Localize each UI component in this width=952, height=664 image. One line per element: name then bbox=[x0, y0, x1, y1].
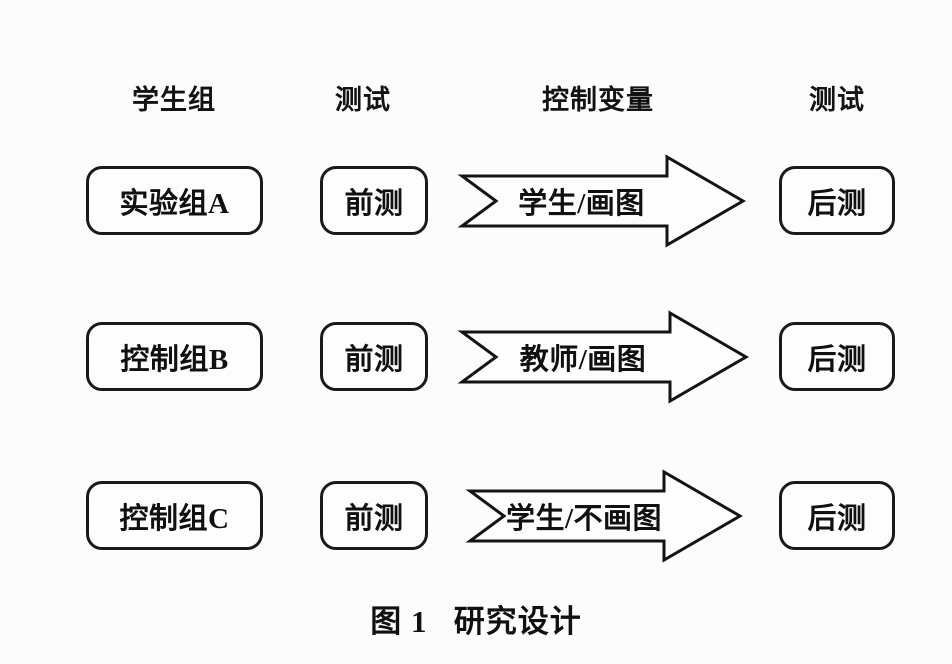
posttest-box-row-1: 后测 bbox=[779, 166, 895, 235]
figure-caption: 图 1 研究设计 bbox=[370, 604, 582, 639]
posttest-box-row-3: 后测 bbox=[779, 481, 895, 550]
column-header-student-group: 学生组 bbox=[132, 85, 216, 115]
arrow-polygon bbox=[457, 153, 746, 248]
arrow-polygon bbox=[465, 468, 743, 563]
treatment-arrow-shape-row-3 bbox=[465, 468, 743, 563]
group-box-row-2: 控制组B bbox=[86, 322, 263, 391]
column-header-pretest: 测试 bbox=[335, 85, 391, 115]
pretest-box-row-2: 前测 bbox=[320, 322, 428, 391]
treatment-arrow-row-1: 学生/画图 bbox=[457, 153, 746, 248]
arrow-polygon bbox=[457, 309, 749, 404]
pretest-box-row-1: 前测 bbox=[320, 166, 428, 235]
posttest-box-row-2: 后测 bbox=[779, 322, 895, 391]
group-box-row-1: 实验组A bbox=[86, 166, 263, 235]
treatment-arrow-row-3: 学生/不画图 bbox=[465, 468, 743, 563]
treatment-arrow-row-2: 教师/画图 bbox=[457, 309, 749, 404]
treatment-arrow-shape-row-2 bbox=[457, 309, 749, 404]
column-header-control-variable: 控制变量 bbox=[542, 85, 654, 115]
group-box-row-3: 控制组C bbox=[86, 481, 263, 550]
treatment-arrow-shape-row-1 bbox=[457, 153, 746, 248]
pretest-box-row-3: 前测 bbox=[320, 481, 428, 550]
column-header-posttest: 测试 bbox=[809, 85, 865, 115]
